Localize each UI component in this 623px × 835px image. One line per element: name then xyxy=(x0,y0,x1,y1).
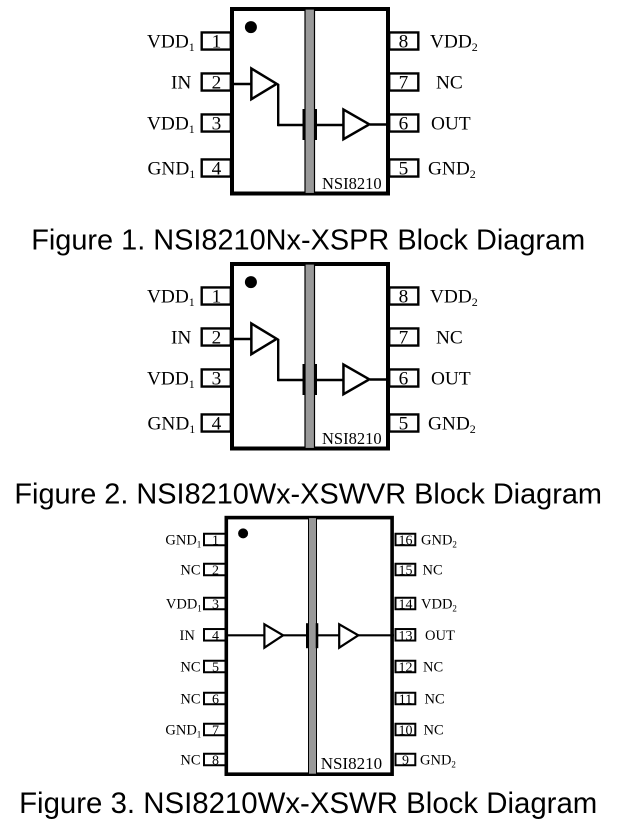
svg-text:NC: NC xyxy=(180,660,200,676)
svg-text:4: 4 xyxy=(212,159,222,180)
svg-text:1: 1 xyxy=(212,32,222,53)
svg-text:NC: NC xyxy=(425,692,445,708)
svg-text:Figure 3. NSI8210Wx-XSWR Block: Figure 3. NSI8210Wx-XSWR Block Diagram xyxy=(19,787,597,820)
svg-text:OUT: OUT xyxy=(431,114,471,135)
svg-text:1: 1 xyxy=(212,534,219,549)
svg-text:IN: IN xyxy=(179,628,195,644)
svg-text:9: 9 xyxy=(402,754,409,769)
svg-text:NC: NC xyxy=(180,753,200,769)
svg-text:NC: NC xyxy=(180,692,200,708)
svg-text:1: 1 xyxy=(212,287,222,308)
svg-text:6: 6 xyxy=(399,114,409,135)
svg-text:10: 10 xyxy=(399,724,413,739)
svg-text:3: 3 xyxy=(212,114,222,135)
svg-text:7: 7 xyxy=(399,328,409,349)
svg-text:8: 8 xyxy=(399,287,409,308)
svg-text:NC: NC xyxy=(436,73,463,94)
svg-text:VDD1: VDD1 xyxy=(166,597,202,614)
svg-text:15: 15 xyxy=(399,564,413,579)
svg-text:VDD2: VDD2 xyxy=(421,597,457,614)
svg-text:GND1: GND1 xyxy=(148,159,196,182)
svg-text:GND2: GND2 xyxy=(421,533,457,550)
svg-text:8: 8 xyxy=(399,32,409,53)
svg-text:NSI8210: NSI8210 xyxy=(322,429,382,448)
svg-text:2: 2 xyxy=(212,564,219,579)
svg-text:NC: NC xyxy=(423,660,443,676)
svg-text:GND1: GND1 xyxy=(165,533,201,550)
svg-text:14: 14 xyxy=(399,598,413,613)
svg-text:6: 6 xyxy=(399,369,409,390)
svg-text:NSI8210: NSI8210 xyxy=(321,754,382,773)
svg-text:VDD1: VDD1 xyxy=(147,287,195,310)
svg-text:NC: NC xyxy=(436,328,463,349)
svg-text:4: 4 xyxy=(212,629,219,644)
svg-text:12: 12 xyxy=(399,661,413,676)
svg-text:3: 3 xyxy=(212,369,222,390)
svg-text:3: 3 xyxy=(212,598,219,613)
svg-text:IN: IN xyxy=(171,73,191,94)
svg-text:OUT: OUT xyxy=(425,628,455,644)
svg-text:6: 6 xyxy=(212,693,219,708)
svg-text:NC: NC xyxy=(180,563,200,579)
svg-text:5: 5 xyxy=(212,661,219,676)
svg-text:Figure 1. NSI8210Nx-XSPR Block: Figure 1. NSI8210Nx-XSPR Block Diagram xyxy=(31,224,585,256)
svg-text:GND2: GND2 xyxy=(420,753,456,770)
svg-text:VDD2: VDD2 xyxy=(430,287,478,310)
svg-text:7: 7 xyxy=(212,724,219,739)
svg-text:Figure 2. NSI8210Wx-XSWVR Bloc: Figure 2. NSI8210Wx-XSWVR Block Diagram xyxy=(14,479,602,511)
svg-text:13: 13 xyxy=(399,629,413,644)
svg-text:NC: NC xyxy=(424,723,444,739)
svg-text:8: 8 xyxy=(212,754,219,769)
svg-text:2: 2 xyxy=(212,328,222,349)
svg-text:5: 5 xyxy=(399,414,409,435)
svg-text:VDD1: VDD1 xyxy=(147,369,195,392)
svg-text:VDD1: VDD1 xyxy=(147,32,195,55)
svg-text:GND2: GND2 xyxy=(428,159,476,182)
svg-text:NSI8210: NSI8210 xyxy=(322,174,382,193)
svg-text:7: 7 xyxy=(399,73,409,94)
svg-text:5: 5 xyxy=(399,159,409,180)
svg-text:11: 11 xyxy=(399,693,412,708)
svg-text:GND1: GND1 xyxy=(165,723,201,740)
svg-text:2: 2 xyxy=(212,73,222,94)
svg-text:4: 4 xyxy=(212,414,222,435)
svg-text:OUT: OUT xyxy=(431,369,471,390)
svg-text:IN: IN xyxy=(171,328,191,349)
svg-text:NC: NC xyxy=(423,563,443,579)
svg-text:GND2: GND2 xyxy=(428,414,476,437)
svg-text:VDD1: VDD1 xyxy=(147,114,195,137)
svg-text:16: 16 xyxy=(399,534,413,549)
svg-text:GND1: GND1 xyxy=(148,414,196,437)
svg-text:VDD2: VDD2 xyxy=(430,32,478,55)
